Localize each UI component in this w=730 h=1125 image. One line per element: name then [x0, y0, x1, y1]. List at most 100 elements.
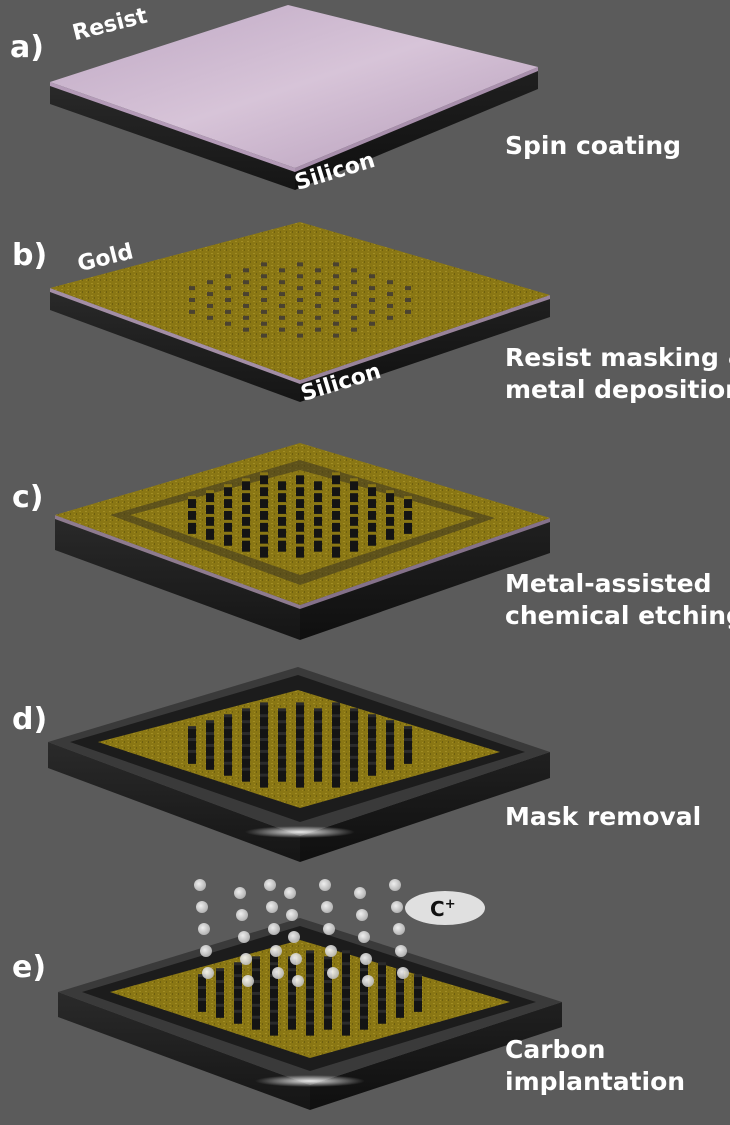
pillar-cap [206, 720, 214, 724]
mask-opening [297, 298, 303, 302]
ion-particle [240, 953, 252, 965]
pillar-cap [260, 543, 268, 547]
mask-opening [261, 309, 267, 314]
pillar [332, 545, 340, 558]
pillar-cap [252, 1003, 260, 1007]
pillar [288, 970, 296, 983]
pillar [332, 474, 340, 487]
pillar [368, 521, 376, 534]
mask-opening [225, 274, 231, 279]
pillar [350, 757, 358, 770]
pillar-cap [386, 513, 394, 517]
wafer-c [55, 443, 550, 640]
mask-opening [315, 280, 321, 285]
pillar-cap [242, 478, 250, 482]
pillar-cap [206, 502, 214, 506]
pillar-cap [242, 708, 250, 712]
step-letter-a: a) [10, 30, 44, 65]
pillar-cap [296, 519, 304, 523]
mask-opening [279, 315, 285, 320]
pillar-cap [350, 732, 358, 736]
pillar [332, 521, 340, 534]
pillar [324, 958, 332, 971]
pillar-cap [386, 743, 394, 747]
pillar-cap [234, 962, 242, 966]
pillar-cap [314, 513, 322, 517]
pillar-cap [350, 478, 358, 482]
pillar [242, 515, 250, 528]
ion-particle [393, 923, 405, 935]
ion-particle [234, 887, 246, 899]
pillar [288, 1017, 296, 1030]
pillar [278, 539, 286, 552]
pillar [288, 958, 296, 971]
ion-particle [290, 953, 302, 965]
mask-opening [261, 274, 267, 279]
pillar [360, 970, 368, 983]
mask-opening [333, 321, 339, 326]
mask-opening [297, 274, 303, 279]
pillar-cap [368, 761, 376, 765]
description-e-line-2: implantation [505, 1067, 686, 1096]
pillar [224, 740, 232, 752]
pillar-cap [288, 1003, 296, 1007]
mask-opening [261, 298, 267, 302]
mask-opening [297, 333, 303, 338]
mask-opening [387, 280, 393, 285]
pillar [296, 728, 304, 741]
mask-opening [243, 303, 249, 308]
pillar-cap [216, 980, 224, 984]
pillar [270, 999, 278, 1012]
pillar-cap [332, 702, 340, 706]
mask-opening [297, 262, 303, 267]
pillar [350, 492, 358, 505]
pillar [242, 734, 250, 747]
pillar-cap [278, 513, 286, 517]
pillar-cap [386, 525, 394, 529]
ion-particle [202, 967, 214, 979]
pillar [296, 486, 304, 499]
mask-opening [333, 309, 339, 314]
pillar-cap [252, 968, 260, 972]
pillar [206, 757, 214, 770]
mask-opening [351, 280, 357, 285]
pillar [188, 510, 196, 522]
pillar [386, 504, 394, 517]
pillar [278, 527, 286, 540]
pillar-cap [314, 537, 322, 541]
pillar [404, 498, 412, 511]
pillar-cap [278, 478, 286, 482]
ion-particle [391, 901, 403, 913]
pillar [360, 982, 368, 995]
pillar [404, 510, 412, 522]
pillar [378, 999, 386, 1012]
description-d-line-1: Mask removal [505, 802, 702, 831]
pillar-cap [242, 732, 250, 736]
pillar [360, 993, 368, 1006]
mask-opening [387, 303, 393, 308]
pillar [224, 533, 232, 546]
pillar-cap [324, 968, 332, 972]
ion-particle [354, 887, 366, 899]
pillar-cap [396, 1003, 404, 1007]
pillar-cap [404, 519, 412, 523]
pillar-cap [260, 484, 268, 488]
pillar-cap [306, 950, 314, 954]
pillar-cap [324, 956, 332, 960]
pillar [296, 533, 304, 546]
pillar-cap [386, 502, 394, 506]
pillar-cap [332, 496, 340, 500]
pillar [314, 769, 322, 782]
pillar-cap [206, 513, 214, 517]
pillar-cap [242, 525, 250, 529]
pillar [368, 740, 376, 752]
pillar [314, 539, 322, 552]
pillar [296, 763, 304, 776]
pillar-cap [188, 749, 196, 753]
pillar-cap [350, 513, 358, 517]
pillar [260, 486, 268, 499]
pillar-cap [350, 525, 358, 529]
pillar [216, 982, 224, 995]
pillar [324, 1017, 332, 1030]
pillar-cap [314, 525, 322, 529]
